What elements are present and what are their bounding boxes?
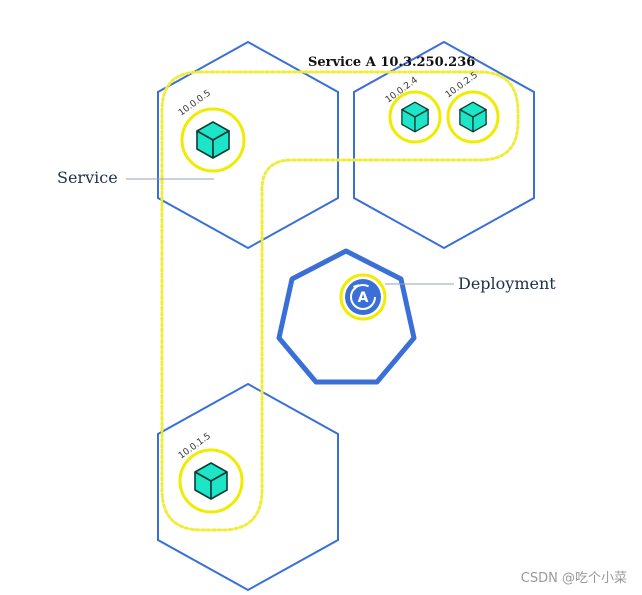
deployment-icon: A	[339, 273, 387, 321]
deployment-label: Deployment	[458, 274, 556, 293]
service-boundary	[160, 70, 520, 532]
deployment-cycle-icon	[350, 284, 376, 310]
pod-ip-label: 10.0.1.5	[177, 431, 213, 461]
pod-cube-icon	[401, 101, 429, 133]
node-hexagon-top-right	[353, 40, 535, 250]
watermark: CSDN @吃个小菜	[521, 570, 627, 586]
deployment-icon-letter: A	[358, 290, 369, 306]
deployment-ring	[339, 273, 387, 321]
node-hexagon-bottom-left	[157, 382, 339, 592]
deployment-arrow-icon	[353, 284, 359, 290]
pod-cube-icon	[459, 101, 487, 133]
pod-cube-icon	[196, 121, 230, 159]
pod-ip-label: 10.0.2.4	[384, 75, 420, 105]
pod-ring	[180, 107, 246, 173]
pod-10-0-0-5: 10.0.0.5	[177, 88, 246, 173]
service-title: Service A 10.3.250.236	[308, 55, 475, 70]
pod-10-0-2-4: 10.0.2.4	[384, 75, 442, 144]
pod-ring	[388, 90, 442, 144]
deployment-heptagon	[276, 248, 417, 385]
service-label: Service	[57, 168, 118, 187]
pod-cube-icon	[194, 462, 228, 500]
node-hexagon-top-left	[157, 40, 339, 250]
pod-10-0-1-5: 10.0.1.5	[177, 431, 244, 514]
pod-10-0-2-5: 10.0.2.5	[444, 70, 500, 144]
pod-ring	[178, 448, 244, 514]
pod-ring	[446, 90, 500, 144]
